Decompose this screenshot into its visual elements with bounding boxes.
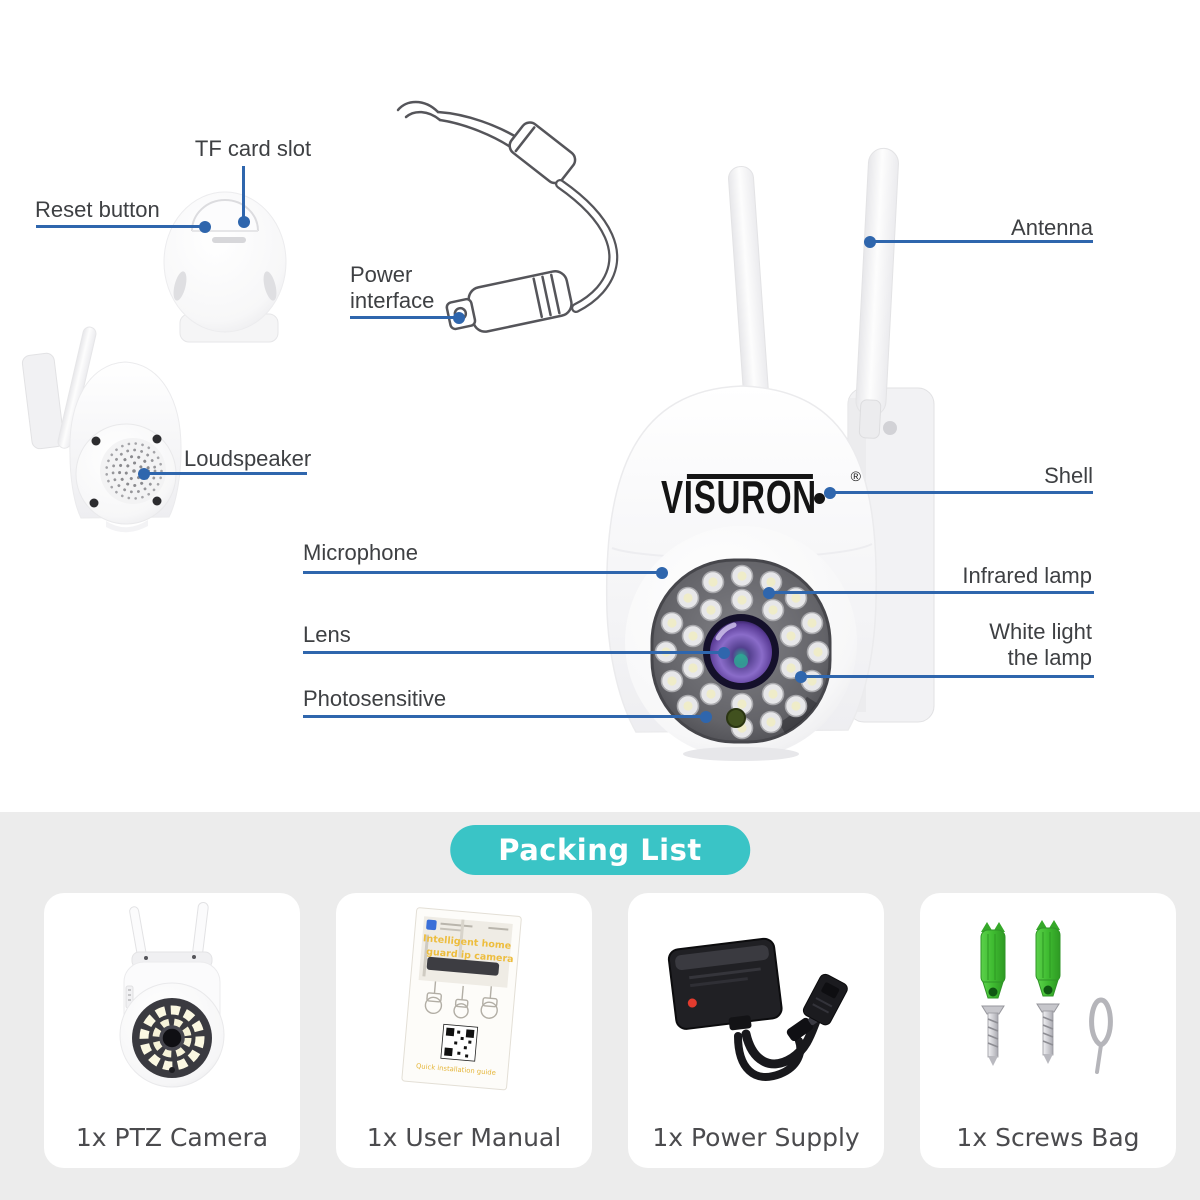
- power-supply-image: [667, 937, 848, 1081]
- camera-head-illustration: [163, 191, 287, 343]
- screws-bag-image: [980, 919, 1113, 1074]
- ptz-camera-image: [119, 901, 225, 1088]
- logo-lens-dot: [814, 493, 825, 504]
- diagram-illustrations: [21, 100, 935, 761]
- label-loudspeaker: Loudspeaker: [184, 446, 312, 471]
- packing-item-label: 1x User Manual: [366, 1123, 562, 1152]
- label-tf-card-slot: TF card slot: [194, 136, 312, 161]
- label-shell: Shell: [1044, 463, 1093, 488]
- label-photosensitive: Photosensitive: [303, 686, 447, 711]
- user-manual-image: Intelligent home guard ip camera: [401, 907, 522, 1091]
- leader-power-interface: [350, 311, 465, 324]
- brand-logo: VISURON ®: [661, 468, 861, 527]
- packing-item-power-supply: 1x Power Supply: [628, 893, 884, 1168]
- label-white-light-lamp: White light the lamp: [989, 619, 1092, 670]
- label-reset-button: Reset button: [35, 197, 160, 222]
- leader-infrared-lamp: [763, 586, 1094, 599]
- packing-item-screws-bag: 1x Screws Bag: [920, 893, 1176, 1168]
- packing-item-ptz-camera: 1x PTZ Camera: [44, 893, 300, 1168]
- leader-tf-card-slot: [237, 166, 250, 228]
- packing-list-title: Packing List: [450, 825, 750, 875]
- registered-trademark: ®: [850, 468, 861, 484]
- left-camera-illustration: [21, 326, 182, 533]
- packing-item-label: 1x Power Supply: [652, 1123, 860, 1152]
- label-microphone: Microphone: [303, 540, 418, 565]
- label-infrared-lamp: Infrared lamp: [962, 563, 1092, 588]
- packing-item-user-manual: Intelligent home guard ip camera: [336, 893, 592, 1168]
- label-power-interface: Power interface: [350, 262, 435, 313]
- leader-reset-button: [36, 220, 211, 233]
- packing-item-label: 1x Screws Bag: [956, 1123, 1140, 1152]
- leader-lens: [303, 646, 730, 659]
- leader-microphone: [303, 566, 668, 579]
- packing-cards: 1x PTZ Camera Intelligent hom: [44, 893, 1176, 1168]
- label-antenna: Antenna: [1011, 215, 1093, 240]
- leader-shell: [824, 486, 1093, 499]
- label-lens: Lens: [303, 622, 351, 647]
- main-camera-illustration: [605, 147, 935, 761]
- leader-loudspeaker: [138, 467, 307, 480]
- packing-item-label: 1x PTZ Camera: [75, 1123, 269, 1152]
- leader-antenna: [864, 235, 1093, 248]
- brand-name: VISURON: [661, 471, 817, 523]
- packing-list-section: Packing List: [0, 812, 1200, 1200]
- leader-white-light-lamp: [795, 670, 1094, 683]
- leader-photosensitive: [303, 710, 712, 723]
